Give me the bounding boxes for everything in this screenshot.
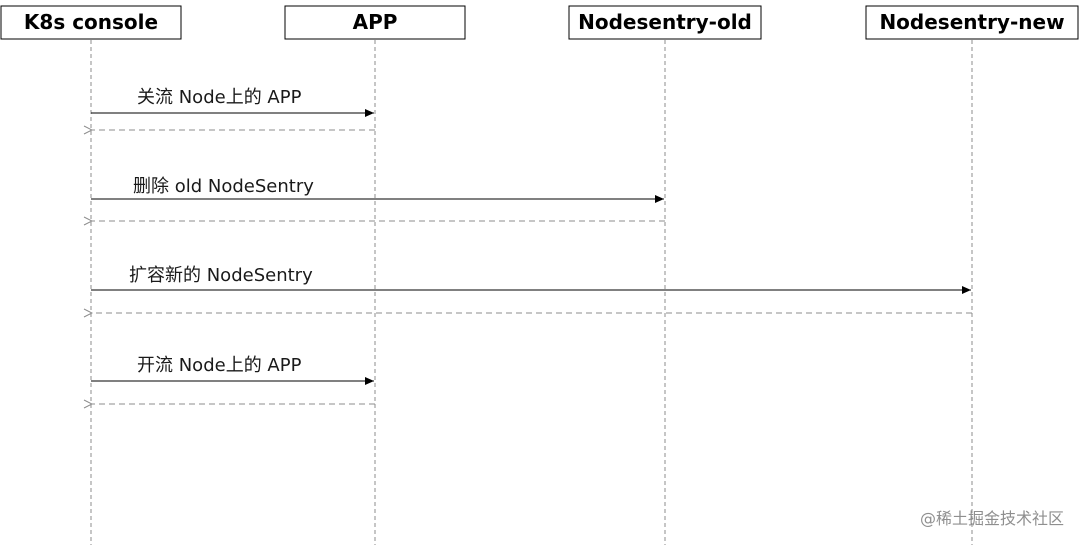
message-label: 开流 Node上的 APP: [137, 355, 302, 376]
participant-label: Nodesentry-old: [578, 10, 752, 34]
participant-k8s-console: K8s console: [0, 5, 182, 40]
message-label: 删除 old NodeSentry: [133, 176, 314, 197]
participant-nodesentry-old: Nodesentry-old: [568, 5, 762, 40]
message-resume-traffic: 开流 Node上的 APP: [91, 355, 375, 404]
participant-label: K8s console: [24, 10, 158, 34]
participant-app: APP: [284, 5, 466, 40]
message-stop-traffic: 关流 Node上的 APP: [91, 87, 375, 130]
participant-label: Nodesentry-new: [879, 10, 1064, 34]
message-label: 关流 Node上的 APP: [137, 87, 302, 108]
participant-nodesentry-new: Nodesentry-new: [865, 5, 1079, 40]
message-label: 扩容新的 NodeSentry: [129, 265, 313, 286]
message-delete-old-nodesentry: 删除 old NodeSentry: [91, 176, 665, 221]
watermark-text: @稀土掘金技术社区: [920, 509, 1064, 528]
participant-label: APP: [353, 10, 398, 34]
message-scale-new-nodesentry: 扩容新的 NodeSentry: [91, 265, 972, 313]
